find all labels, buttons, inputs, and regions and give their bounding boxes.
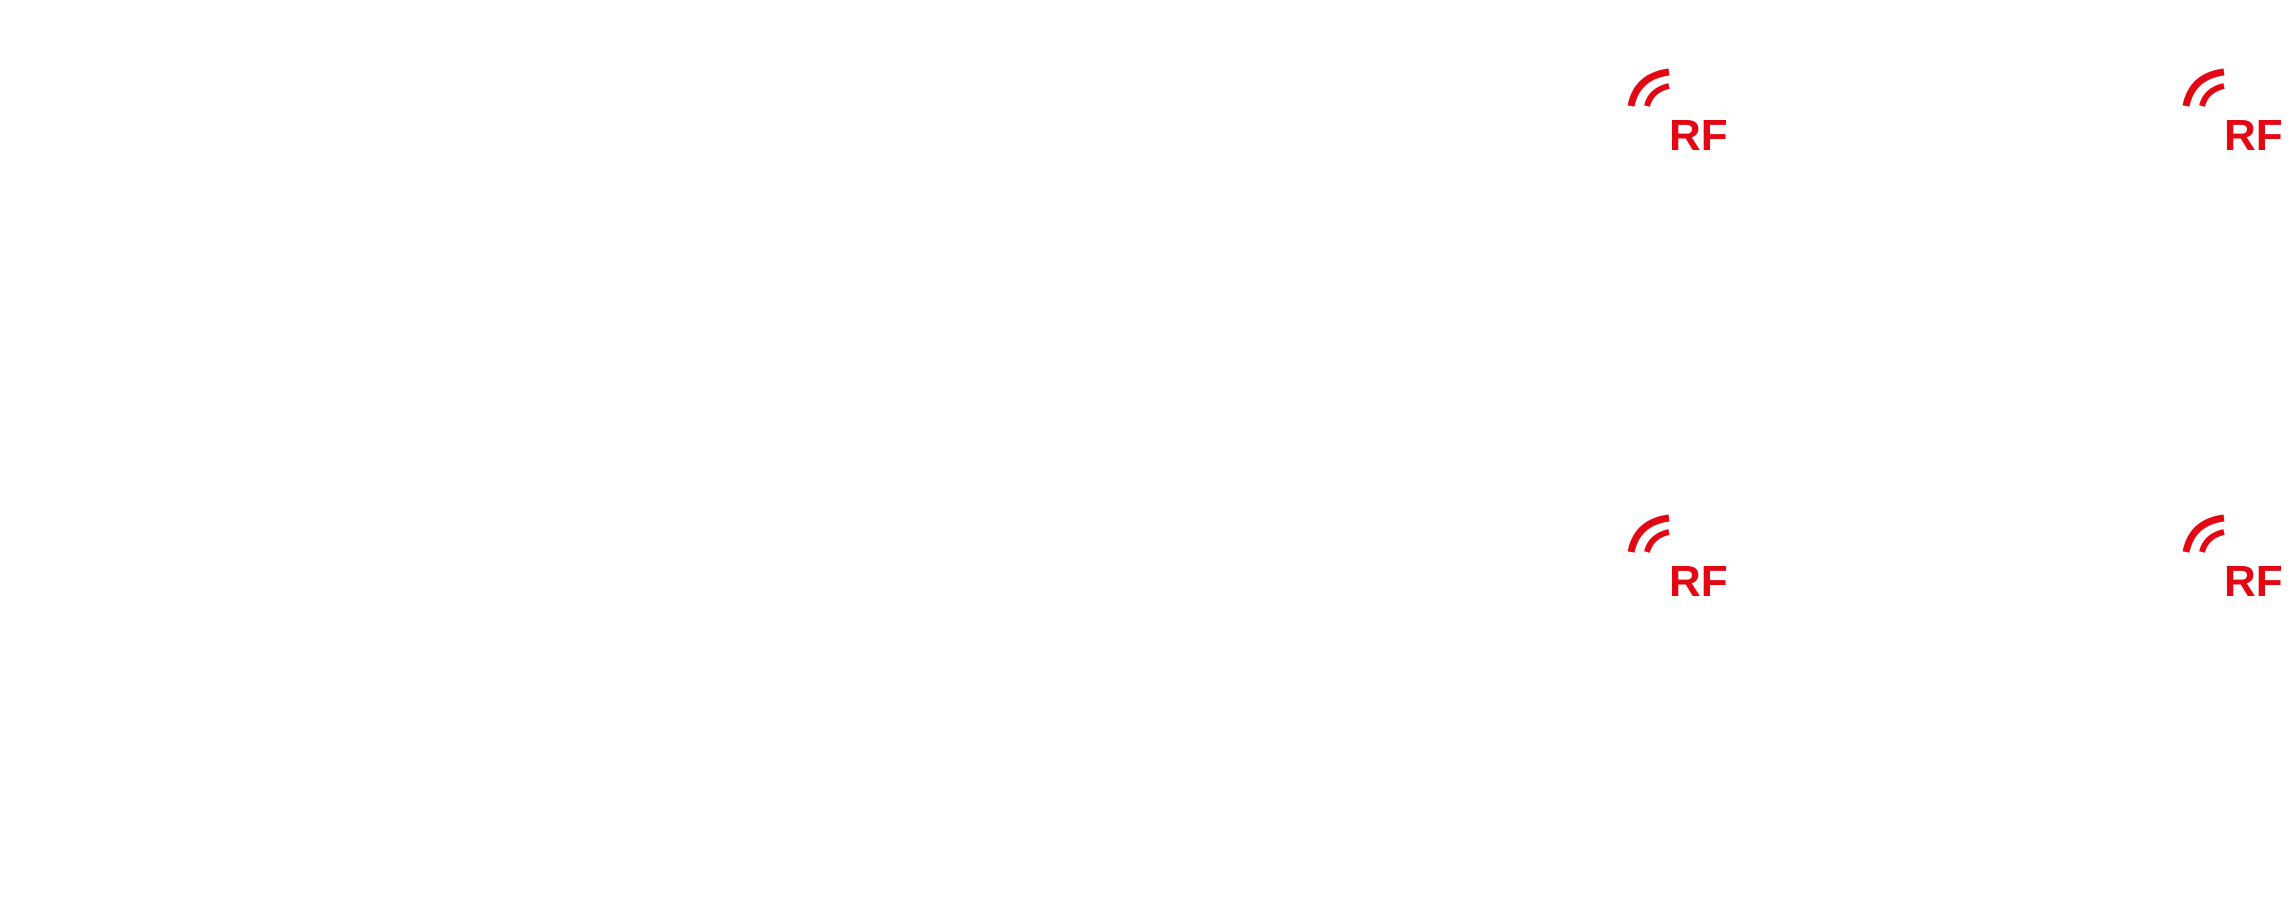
signal-arc-inner (2199, 83, 2225, 107)
rf-label: RF (2224, 111, 2283, 156)
rf-label: RF (1669, 111, 1728, 156)
signal-arc-inner (1644, 83, 1670, 107)
signal-arc-inner (2199, 529, 2225, 553)
rf-logo: RF (1625, 66, 1735, 156)
signal-arc-outer (1627, 68, 1670, 107)
rf-signal-icon: RF (2182, 68, 2283, 156)
rf-logo: RF (2180, 512, 2290, 602)
rf-logo: RF (1625, 512, 1735, 602)
rf-logo: RF (2180, 66, 2290, 156)
rf-label: RF (1669, 557, 1728, 602)
rf-signal-icon: RF (1627, 514, 1728, 602)
signal-arc-outer (2182, 514, 2225, 553)
rf-signal-icon: RF (1627, 68, 1728, 156)
rf-label: RF (2224, 557, 2283, 602)
signal-arc-outer (1627, 514, 1670, 553)
signal-arc-outer (2182, 68, 2225, 107)
rf-signal-icon: RF (2182, 514, 2283, 602)
signal-arc-inner (1644, 529, 1670, 553)
